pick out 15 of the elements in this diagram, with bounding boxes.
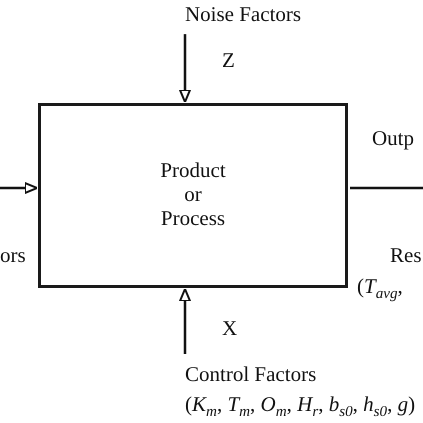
arrow [0,182,38,194]
input-label: Noise Factors [185,2,302,26]
text-label: Res [390,243,422,268]
parameter-list: (K$_{m}$, T$_{m}$, O$_{m}$, H$_{r}$, b$_{s0}$, h$_{s0}$, g) [185,392,416,422]
edge-label: Z [222,48,235,72]
text-label: Outp [372,126,414,150]
text-label: (T$_{avg}$, [357,274,403,304]
text-label: ors [0,243,26,268]
process-box [38,103,348,288]
arrow [179,288,191,354]
arrow [179,34,191,103]
box-label: Product or Process [159,158,227,230]
input-label: Control Factors [185,362,316,386]
connector-line [350,186,423,190]
edge-label: X [222,316,238,340]
